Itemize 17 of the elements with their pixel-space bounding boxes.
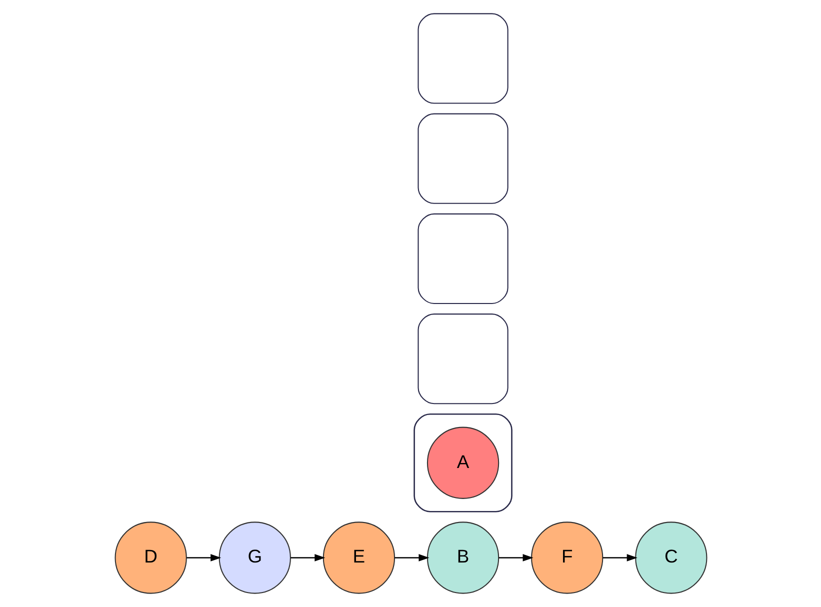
arrow xyxy=(186,554,221,562)
node-circle: G xyxy=(218,522,290,594)
arrow xyxy=(290,554,325,562)
node-circle: D xyxy=(114,522,186,594)
arrow xyxy=(394,554,429,562)
node-box xyxy=(417,314,508,404)
node-circle: B xyxy=(426,522,499,594)
node-box xyxy=(417,213,508,304)
node-circle: C xyxy=(634,522,707,594)
node-circle: F xyxy=(530,522,603,594)
arrow xyxy=(498,554,533,562)
cluster xyxy=(413,414,512,512)
arrow xyxy=(602,554,637,562)
node-box xyxy=(417,113,508,204)
node-box xyxy=(417,13,508,104)
node-circle: A xyxy=(426,426,499,499)
node-circle: E xyxy=(322,522,395,594)
